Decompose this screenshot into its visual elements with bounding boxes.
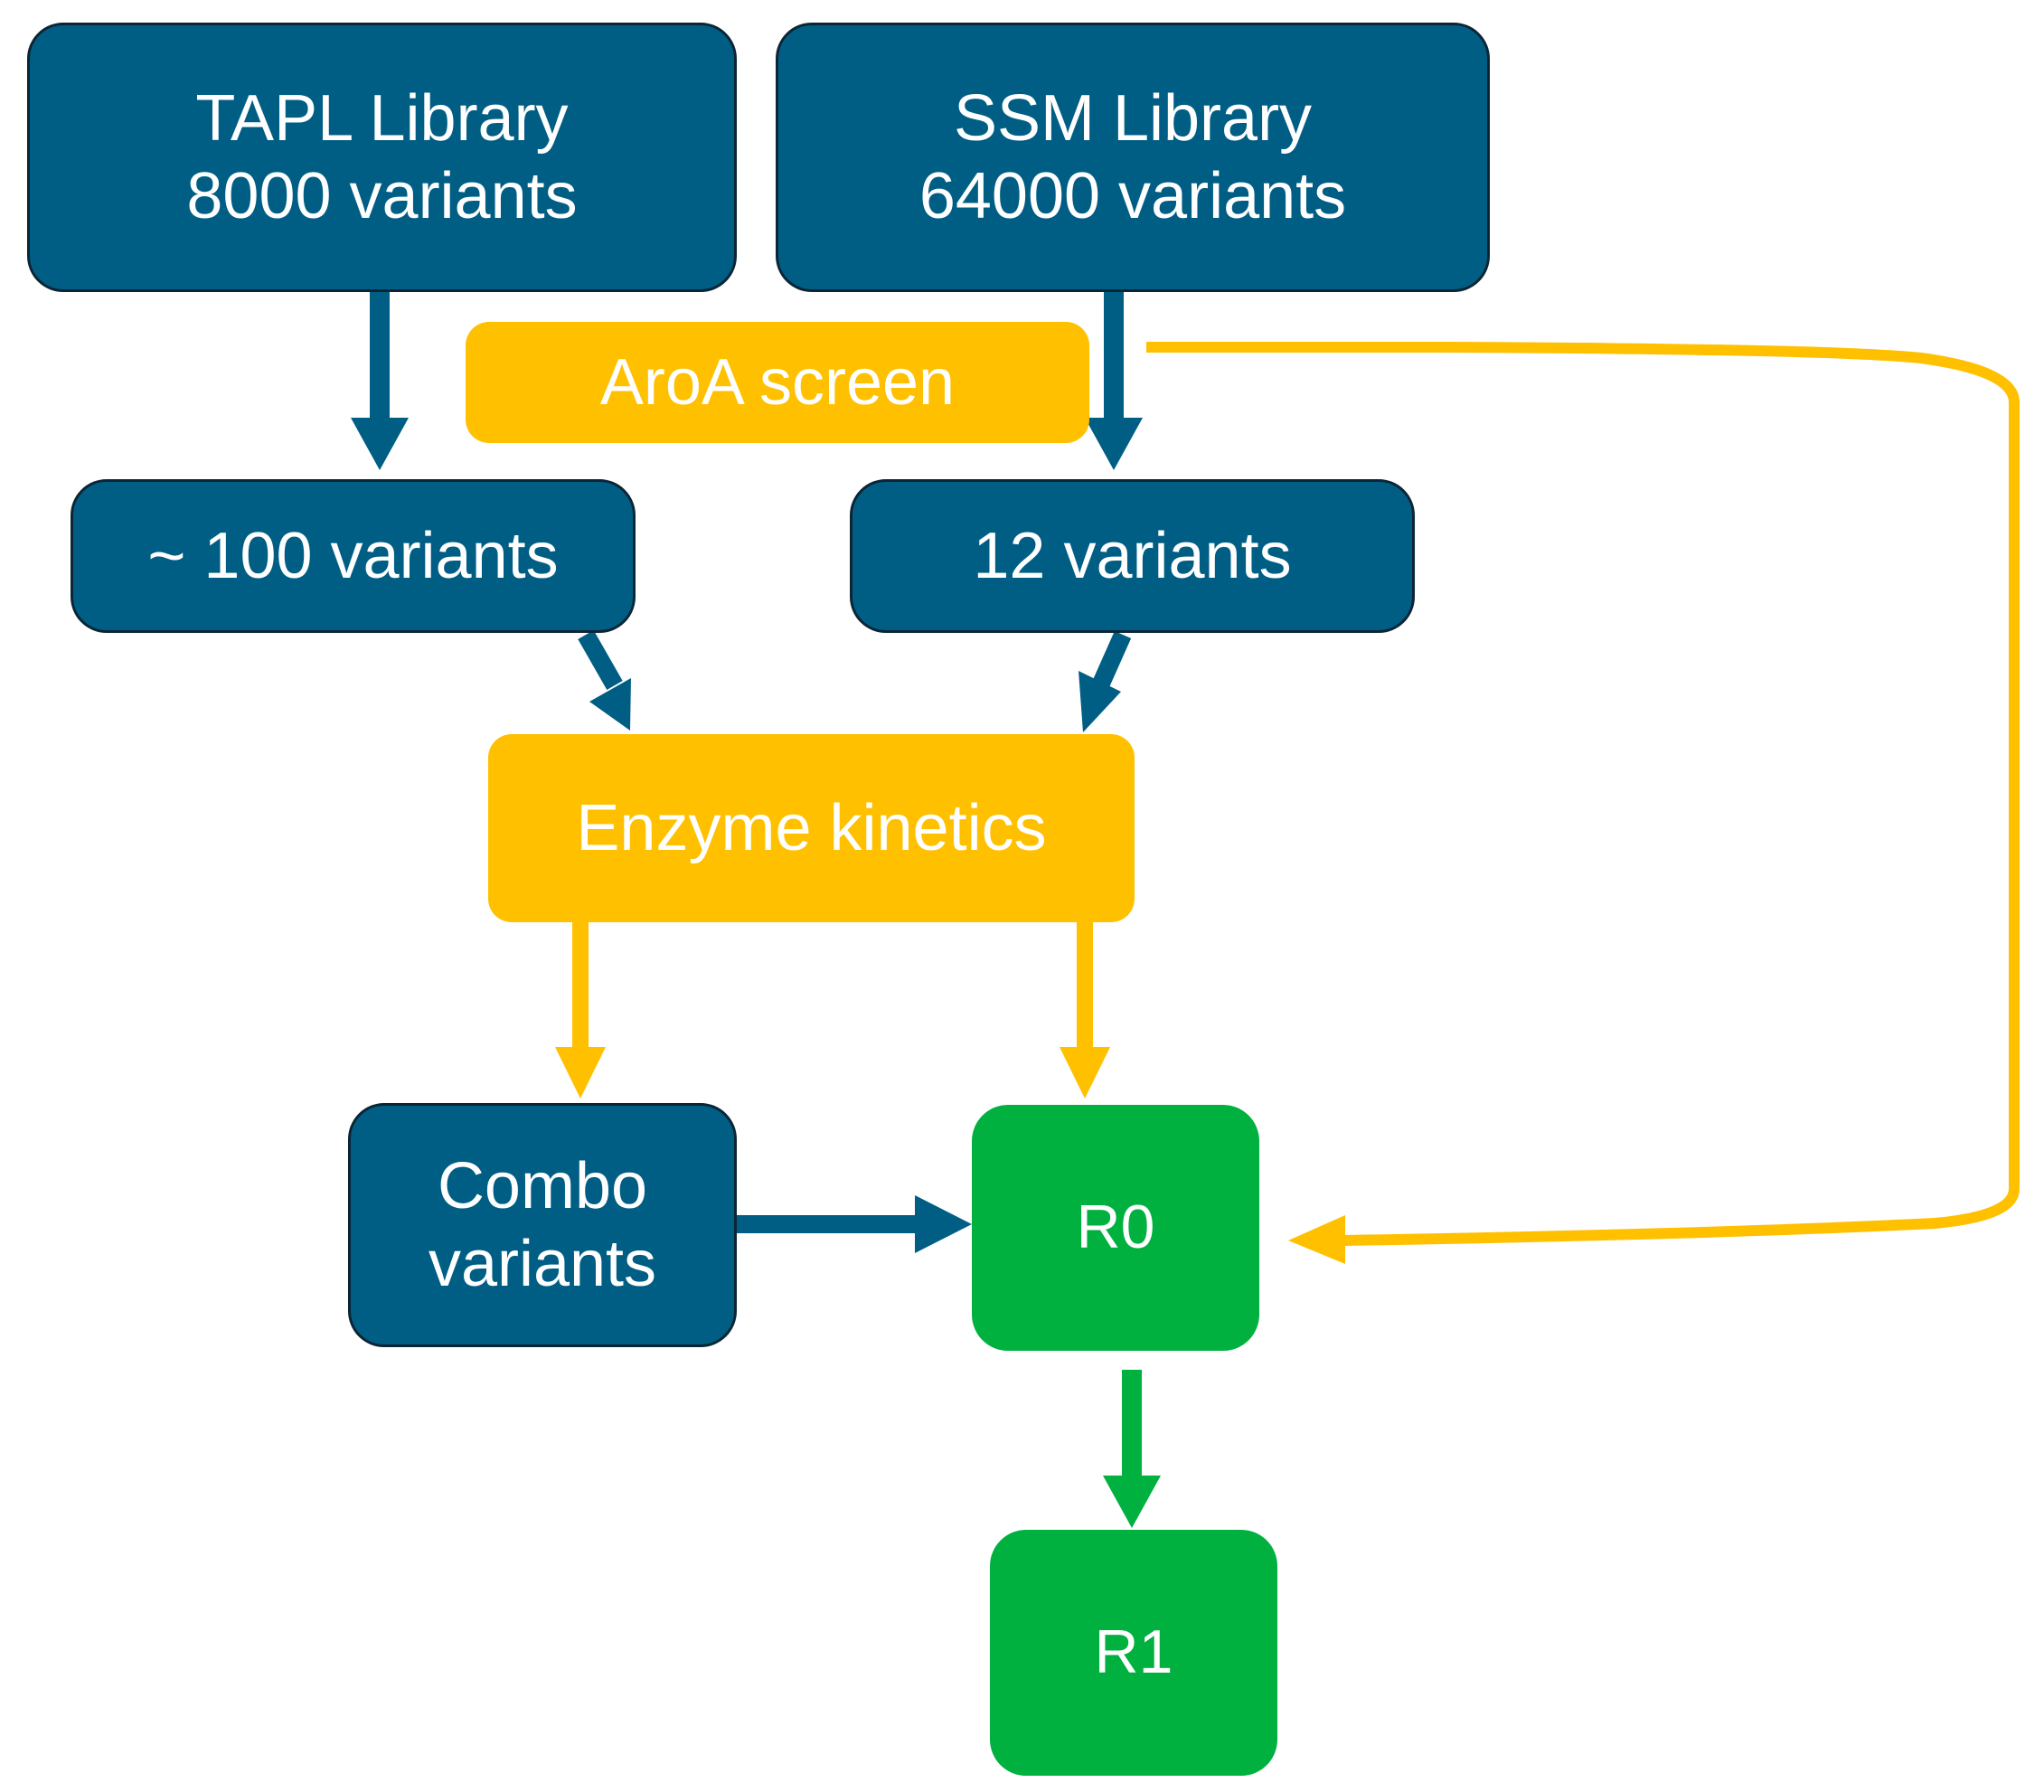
ssm-hits-node: 12 variants (850, 479, 1415, 633)
enzyme-kinetics-label: Enzyme kinetics (576, 791, 1047, 864)
edge-kinetics-to-r0 (1060, 922, 1110, 1099)
edge-aroa-to-r0 (1146, 342, 2020, 1264)
ssm-library-node: SSM Library 64000 variants (776, 23, 1490, 292)
edge-ssm-to-ssm-hits (1085, 289, 1143, 470)
combo-variants-line1: Combo (437, 1149, 648, 1222)
r0-label: R0 (1076, 1193, 1155, 1262)
r0-node: R0 (972, 1105, 1259, 1351)
tapl-hits-label: ~ 100 variants (147, 519, 559, 592)
enzyme-kinetics-node: Enzyme kinetics (488, 734, 1135, 922)
r1-label: R1 (1094, 1618, 1173, 1687)
aroa-screen-label: AroA screen (599, 345, 956, 419)
ssm-hits-label: 12 variants (973, 519, 1292, 592)
combo-variants-line2: variants (428, 1228, 657, 1300)
aroa-screen-node: AroA screen (466, 322, 1089, 443)
r1-node: R1 (990, 1530, 1277, 1776)
ssm-library-count: 64000 variants (918, 160, 1347, 232)
edge-r0-to-r1 (1103, 1370, 1161, 1528)
edge-tapl-to-tapl-hits (351, 289, 409, 470)
edge-kinetics-to-combo (555, 922, 606, 1099)
edge-ssm-hits-to-kinetics (1079, 630, 1132, 732)
tapl-library-node: TAPL Library 8000 variants (27, 23, 737, 292)
tapl-library-count: 8000 variants (186, 160, 578, 232)
tapl-hits-node: ~ 100 variants (71, 479, 636, 633)
tapl-library-title: TAPL Library (195, 81, 569, 155)
ssm-library-title: SSM Library (953, 81, 1313, 155)
edge-tapl-hits-to-kinetics (578, 630, 631, 731)
edge-combo-to-r0 (737, 1195, 972, 1253)
combo-variants-node: Combo variants (348, 1103, 737, 1347)
